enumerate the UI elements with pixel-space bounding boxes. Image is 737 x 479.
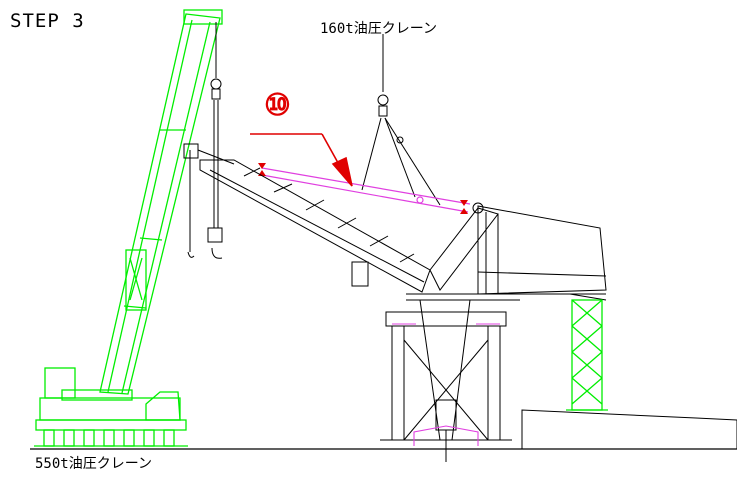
crane-550t-hoist — [187, 22, 223, 259]
crane-160t-label: 160t油圧クレーン — [320, 21, 438, 37]
step-number-marker: ⑩ — [264, 88, 291, 123]
right-ground-slab — [521, 409, 737, 450]
step-label: STEP 3 — [10, 10, 85, 32]
new-boom — [261, 167, 471, 213]
step-arrow — [250, 133, 353, 187]
tower-magenta-marks — [392, 323, 500, 446]
crane-160t-hoist — [361, 34, 441, 206]
crane-550t — [34, 9, 223, 447]
crane-house — [406, 202, 607, 301]
support-tower — [380, 299, 512, 462]
existing-boom — [183, 143, 431, 293]
crane-550t-label: 550t油圧クレーン — [35, 456, 153, 472]
green-tower — [566, 299, 608, 411]
